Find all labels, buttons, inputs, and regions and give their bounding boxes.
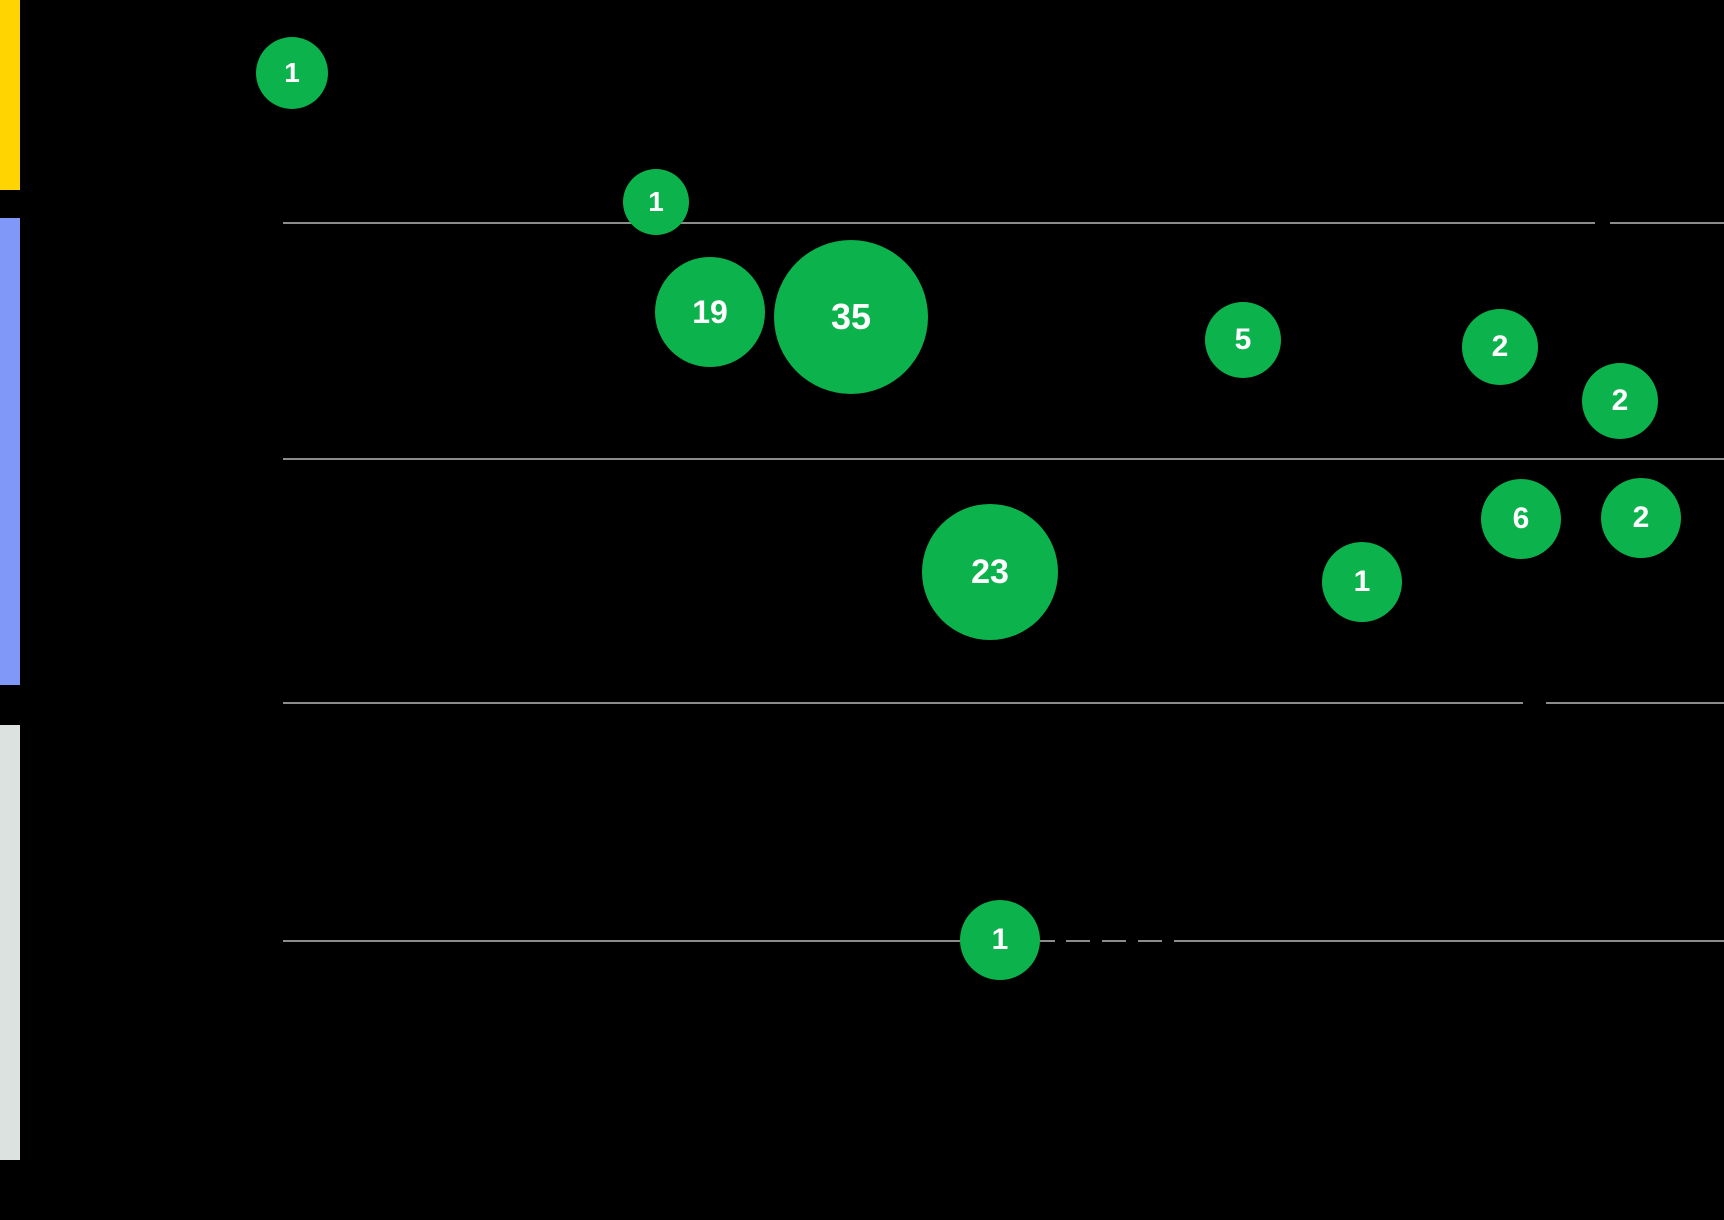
gridline-3-segment-0 — [283, 702, 1523, 704]
bubble-label: 2 — [1632, 501, 1650, 534]
bubble-1-0[interactable]: 1 — [256, 37, 328, 109]
bubble-2-6[interactable]: 2 — [1582, 363, 1658, 439]
bubble-label: 2 — [1611, 384, 1629, 417]
gridline-1-segment-1 — [1610, 222, 1724, 224]
gridline-3-segment-1 — [1546, 702, 1724, 704]
gridline-2-segment-0 — [283, 458, 1724, 460]
bubble-1-1[interactable]: 1 — [623, 169, 689, 235]
bubble-label: 5 — [1234, 323, 1252, 356]
bubble-label: 19 — [692, 294, 728, 330]
category-band-blue-band — [0, 218, 20, 685]
category-band-yellow-band — [0, 0, 20, 190]
gridline-1-segment-0 — [283, 222, 1595, 224]
bubble-23-7[interactable]: 23 — [922, 504, 1058, 640]
bubble-label: 1 — [991, 923, 1009, 956]
gridline-4-segment-1 — [1066, 940, 1090, 942]
bubble-5-4[interactable]: 5 — [1205, 302, 1281, 378]
bubble-label: 1 — [1353, 565, 1371, 598]
gridline-4-segment-3 — [1138, 940, 1162, 942]
gridline-4-segment-0 — [283, 940, 1055, 942]
gridline-4-segment-2 — [1102, 940, 1126, 942]
gridline-4-segment-4 — [1174, 940, 1724, 942]
bubble-35-3[interactable]: 35 — [774, 240, 928, 394]
bubble-label: 1 — [648, 186, 664, 217]
bubble-label: 35 — [830, 296, 872, 337]
bubble-label: 23 — [971, 553, 1009, 591]
bubble-2-5[interactable]: 2 — [1462, 309, 1538, 385]
bubble-19-2[interactable]: 19 — [655, 257, 765, 367]
bubble-label: 6 — [1512, 502, 1530, 535]
bubble-2-10[interactable]: 2 — [1601, 478, 1681, 558]
bubble-1-8[interactable]: 1 — [1322, 542, 1402, 622]
bubble-label: 1 — [284, 57, 300, 88]
bubble-label: 2 — [1491, 330, 1509, 363]
bubble-6-9[interactable]: 6 — [1481, 479, 1561, 559]
bubble-1-11[interactable]: 1 — [960, 900, 1040, 980]
category-band-gray-band — [0, 725, 20, 1160]
